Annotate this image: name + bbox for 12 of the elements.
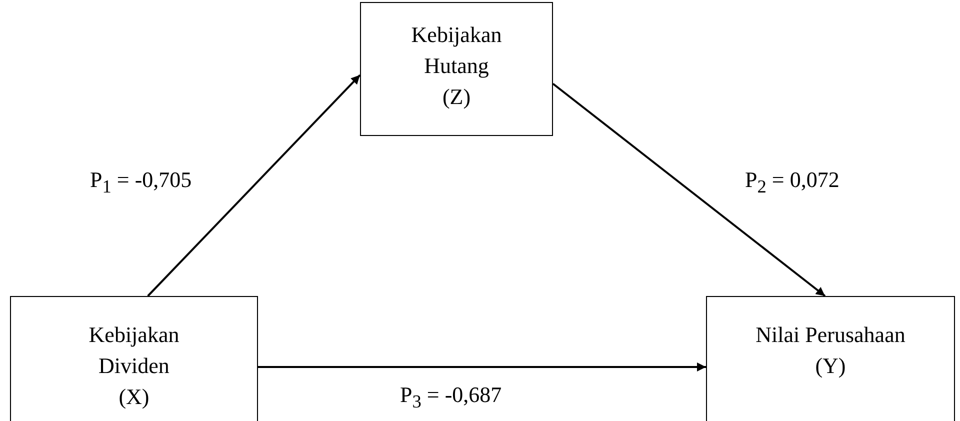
arrow [552,82,826,297]
node-label: Kebijakan Dividen [88,321,180,380]
node-label: (Z) [442,83,471,111]
node-label: Kebijakan Hutang [410,21,503,80]
process-box [706,296,955,421]
node-label: Nilai Perusahaan [756,321,906,349]
process-box [10,296,258,421]
arrow [147,74,361,297]
process-box [360,2,553,136]
node-label: (Y) [815,352,846,380]
node-label: (X) [118,383,150,411]
arrow [258,362,706,372]
